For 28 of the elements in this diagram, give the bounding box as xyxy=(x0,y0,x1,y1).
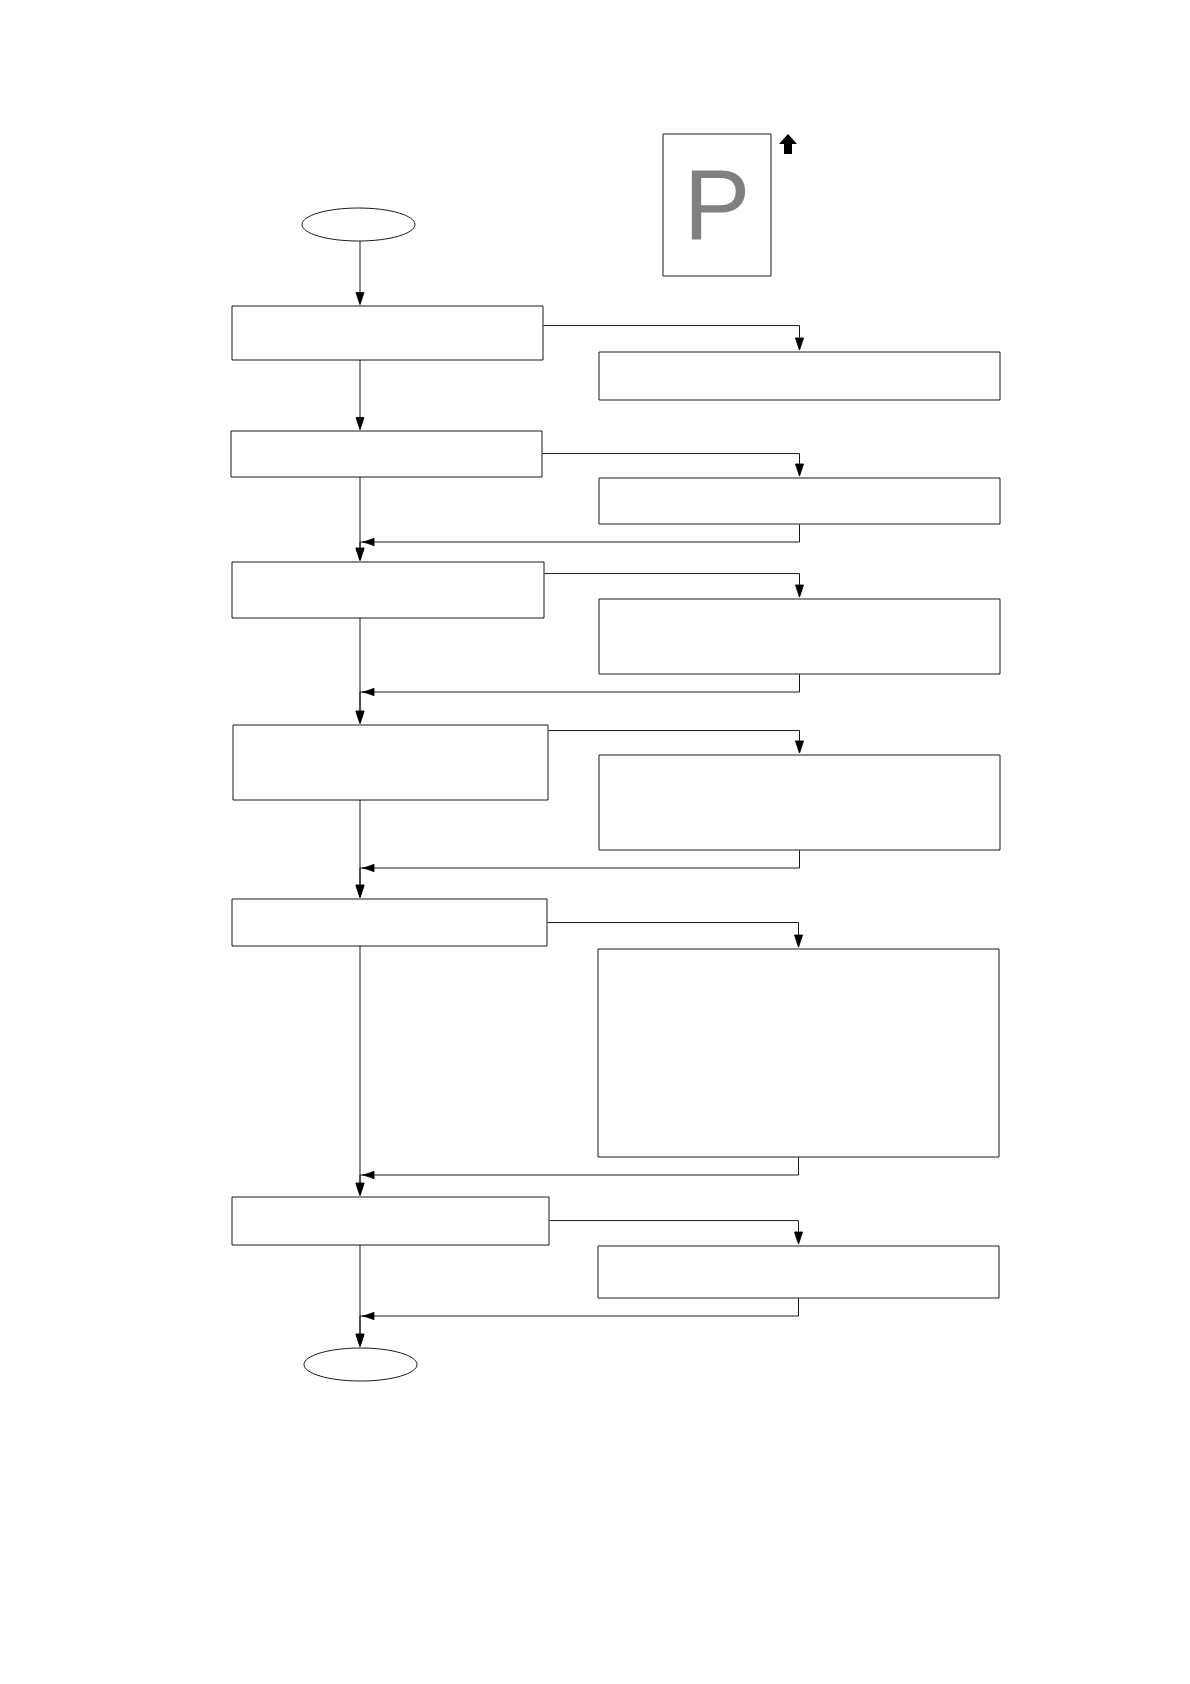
process-box xyxy=(597,1245,1000,1299)
arrow xyxy=(549,1220,803,1245)
arrow xyxy=(542,453,804,477)
process-box xyxy=(598,477,1001,525)
process-box xyxy=(231,1196,550,1246)
arrow xyxy=(355,799,365,898)
process-box xyxy=(598,351,1001,401)
paper-box: P xyxy=(662,133,772,277)
arrow xyxy=(355,945,365,1196)
terminal-ellipse xyxy=(301,207,416,242)
process-box xyxy=(231,898,548,947)
arrow xyxy=(355,240,365,305)
arrow xyxy=(355,359,365,430)
process-box xyxy=(232,724,549,801)
arrow xyxy=(544,573,804,598)
terminal-ellipse xyxy=(303,1347,418,1382)
process-box xyxy=(597,948,1000,1158)
arrow xyxy=(355,1244,365,1347)
process-box xyxy=(231,305,544,361)
process-box xyxy=(230,430,543,478)
arrow xyxy=(543,325,804,351)
process-box xyxy=(598,598,1001,675)
process-box xyxy=(231,561,545,619)
arrow xyxy=(355,617,365,724)
arrow xyxy=(355,476,365,561)
arrow xyxy=(548,730,804,754)
process-box xyxy=(598,754,1001,851)
arrow xyxy=(547,922,803,948)
